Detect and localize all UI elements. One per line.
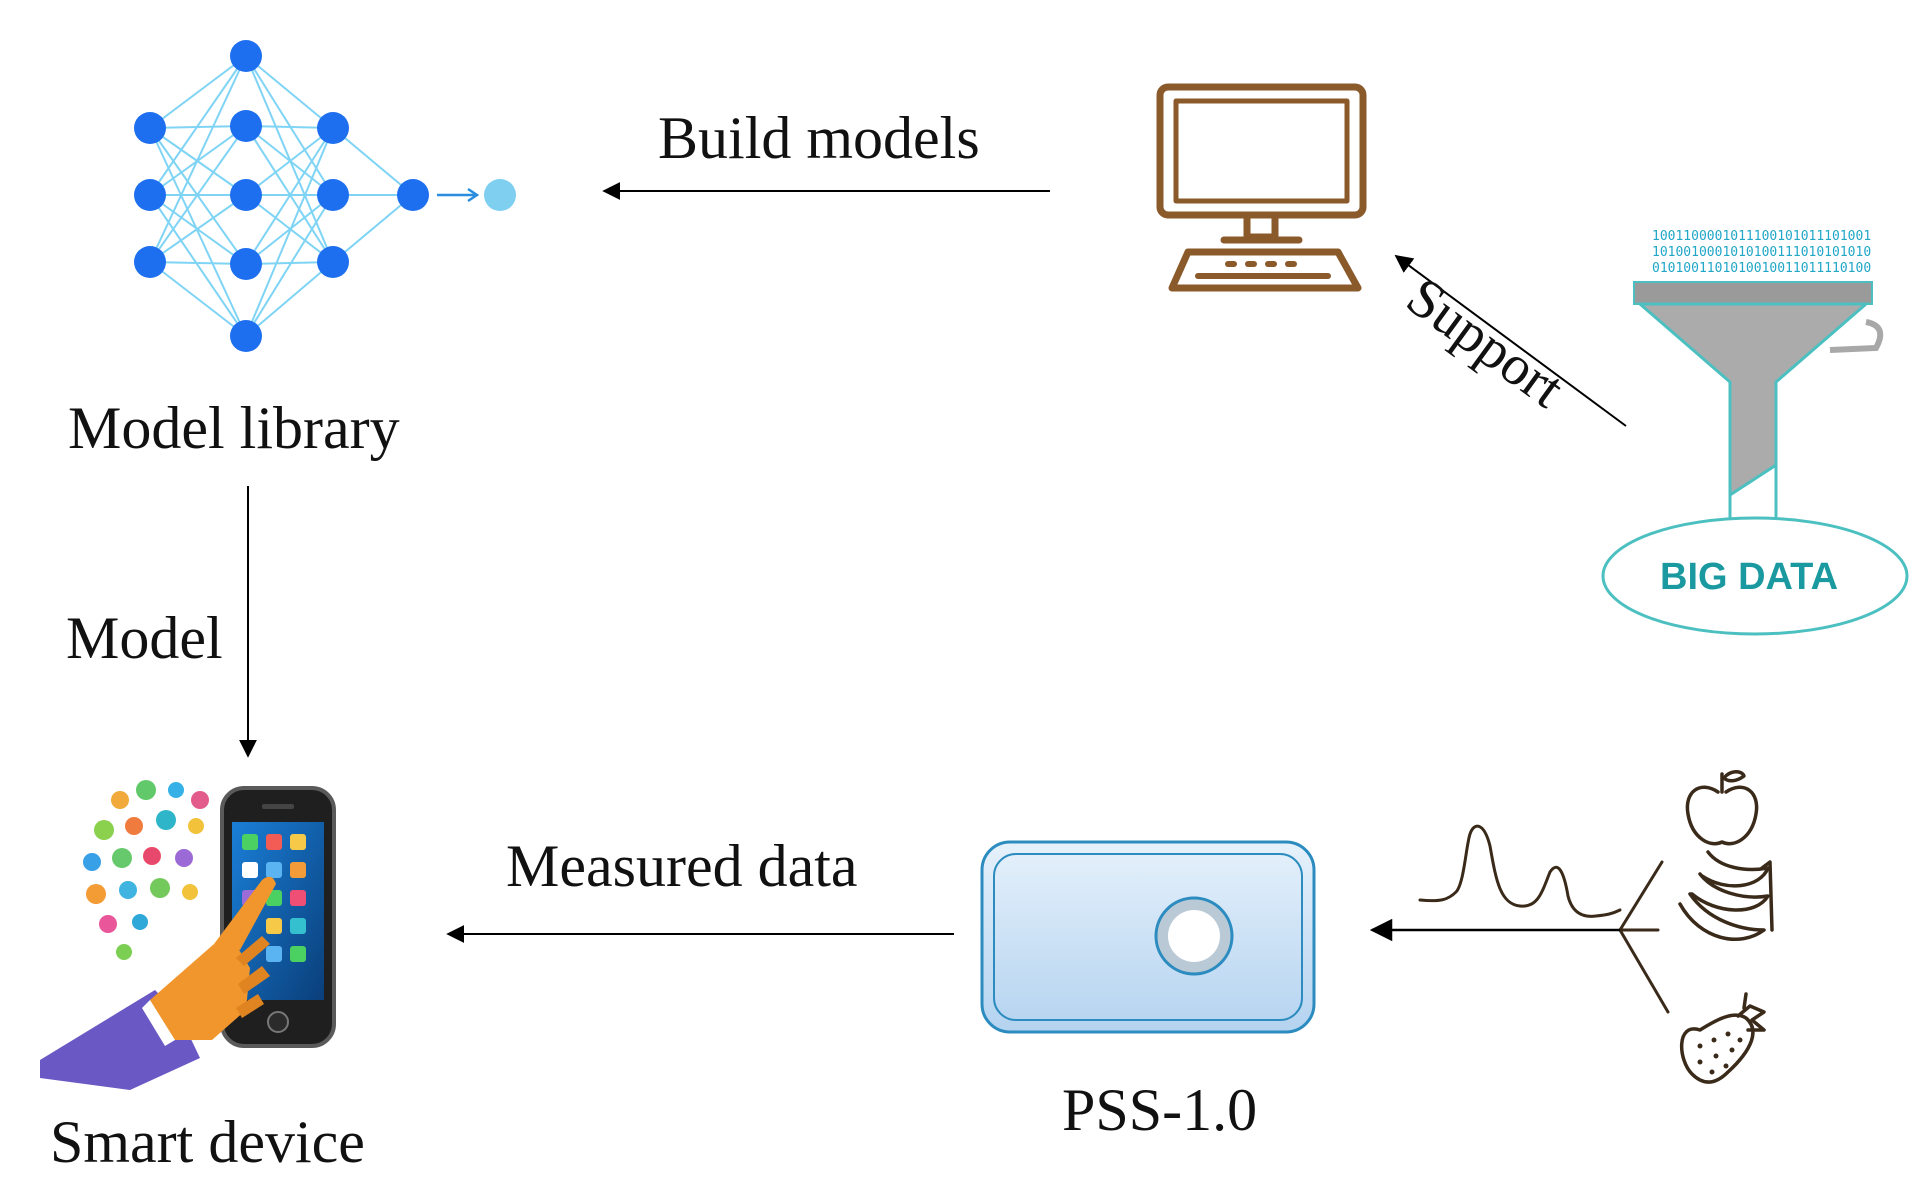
network-edge: [245, 55, 334, 129]
network-edge: [149, 261, 247, 265]
smartphone-icon: [40, 780, 336, 1090]
network-edge: [332, 194, 414, 263]
binary-row: 1010010001010100111010101010: [1652, 245, 1871, 260]
network-node: [317, 179, 349, 211]
network-edge: [149, 127, 247, 337]
network-node: [134, 246, 166, 278]
spectrum-icon: [1418, 824, 1670, 1014]
network-node: [134, 179, 166, 211]
network-edge: [149, 55, 247, 196]
network-output-arrow: [437, 187, 480, 203]
label-big-data: BIG DATA: [1660, 556, 1839, 598]
arrow-support: [1394, 254, 1627, 427]
computer-icon: [1156, 83, 1367, 292]
label-measured-data: Measured data: [506, 833, 858, 899]
banana-icon: [1678, 850, 1774, 941]
network-edge: [332, 127, 414, 196]
network-edge: [149, 194, 247, 263]
label-model: Model: [66, 605, 223, 671]
network-edge: [245, 55, 334, 263]
network-node: [230, 110, 262, 142]
strawberry-icon: [1680, 992, 1766, 1084]
network-node: [230, 40, 262, 72]
network-node: [397, 179, 429, 211]
network-edge: [245, 55, 334, 196]
label-build-models: Build models: [658, 105, 980, 171]
binary-row: 1001100001011100101011101001: [1652, 229, 1871, 244]
label-pss: PSS-1.0: [1062, 1077, 1258, 1143]
binary-row: 0101001101010010011011110100: [1652, 261, 1871, 276]
network-node: [134, 112, 166, 144]
network-edge: [149, 55, 247, 263]
label-smart-device: Smart device: [50, 1109, 365, 1175]
network-node: [230, 248, 262, 280]
network-node: [317, 246, 349, 278]
network-node: [230, 320, 262, 352]
funnel-icon: 1001100001011100101011101001 10100100010…: [1601, 229, 1909, 636]
network-edge: [149, 55, 247, 129]
network-edge: [245, 127, 334, 337]
network-edge: [149, 125, 247, 263]
pss-device-icon: [980, 840, 1316, 1034]
network-node: [230, 179, 262, 211]
label-model-library: Model library: [68, 395, 400, 461]
network-edge: [245, 194, 334, 337]
network-edge: [245, 127, 334, 265]
network-edge: [245, 127, 334, 196]
app-icon-cloud: [83, 780, 209, 960]
neural-network-icon: [134, 40, 516, 352]
apple-icon: [1685, 770, 1759, 846]
network-edge: [245, 261, 334, 337]
network-edge: [149, 261, 247, 337]
network-output-node: [484, 179, 516, 211]
network-edge: [149, 194, 247, 337]
network-node: [317, 112, 349, 144]
